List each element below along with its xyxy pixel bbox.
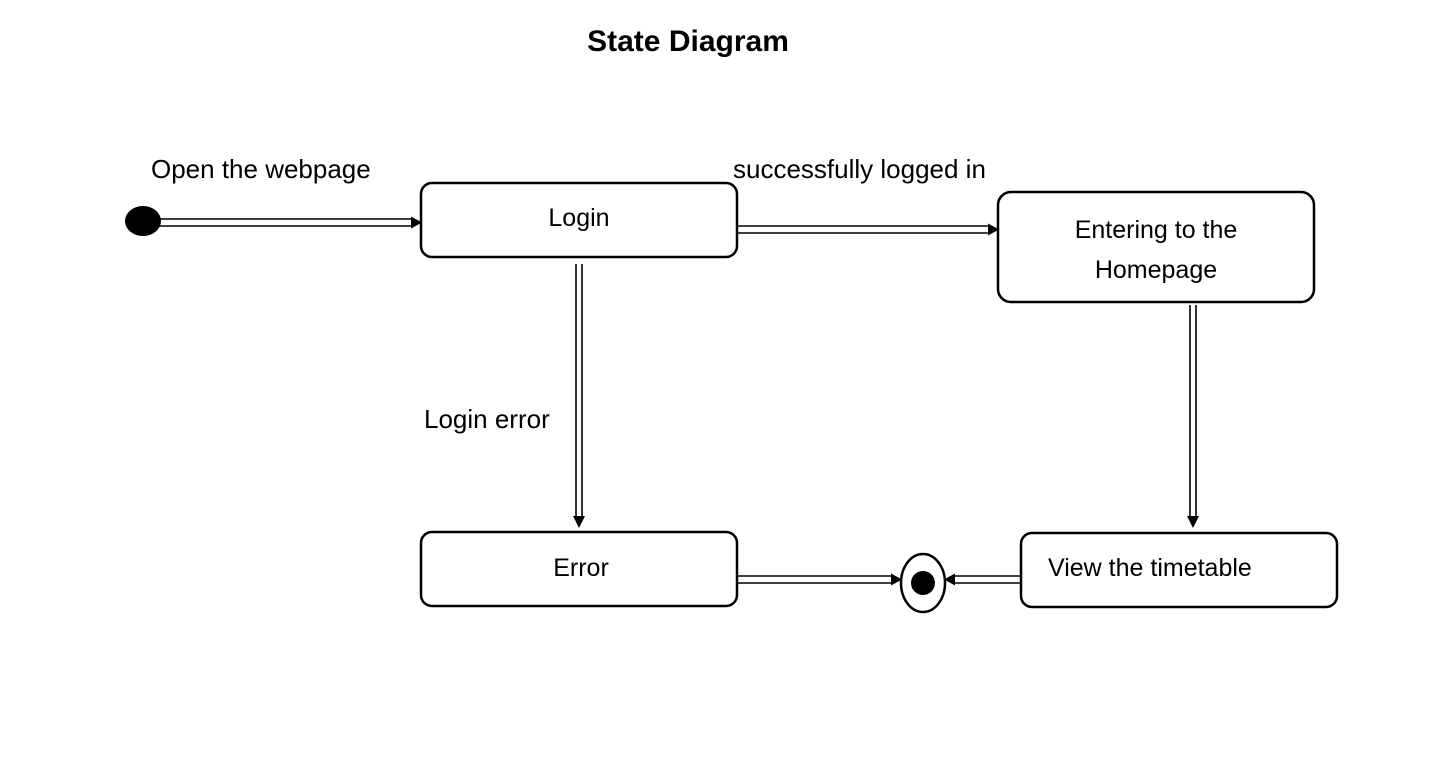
diagram-title: State Diagram xyxy=(587,25,789,58)
transition-login-error xyxy=(573,264,585,528)
transition-error-to-final xyxy=(737,573,902,586)
transition-logged-in xyxy=(737,223,999,236)
state-login: Login xyxy=(419,181,739,259)
state-timetable: View the timetable xyxy=(1019,531,1339,609)
final-state-icon xyxy=(899,552,947,614)
state-homepage: Entering to the Homepage xyxy=(996,190,1316,304)
label-open-webpage: Open the webpage xyxy=(151,154,371,184)
state-login-label: Login xyxy=(548,204,609,232)
state-error: Error xyxy=(419,530,739,608)
transition-open-webpage xyxy=(158,216,422,229)
transition-timetable-to-final xyxy=(944,573,1021,586)
initial-state-icon xyxy=(125,206,161,236)
transition-homepage-to-timetable xyxy=(1187,305,1199,528)
state-error-label: Error xyxy=(553,554,609,582)
label-login-error: Login error xyxy=(424,404,550,434)
state-timetable-label: View the timetable xyxy=(1048,554,1252,582)
label-logged-in: successfully logged in xyxy=(733,154,986,184)
state-homepage-label-line2: Homepage xyxy=(1095,256,1217,284)
state-homepage-label-line1: Entering to the xyxy=(1075,216,1238,244)
